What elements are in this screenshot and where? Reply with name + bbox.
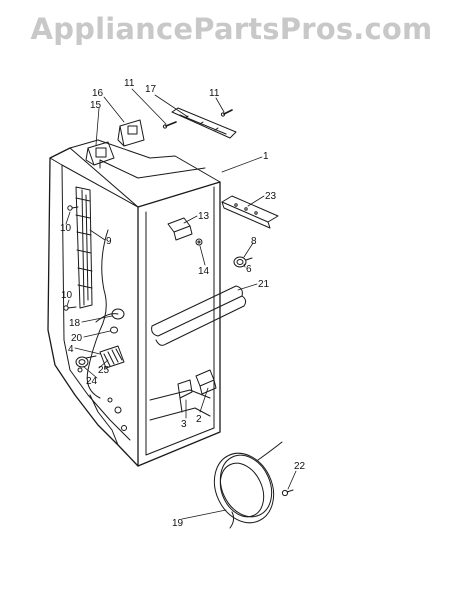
clip-18 bbox=[95, 308, 125, 323]
callout-18: 18 bbox=[69, 318, 81, 329]
leader-lines bbox=[65, 88, 297, 520]
callout-14: 14 bbox=[198, 266, 210, 277]
screw-10-lower bbox=[63, 305, 77, 311]
callout-labels: 11 17 11 16 15 1 23 13 10 9 8 14 6 21 10… bbox=[60, 78, 306, 529]
screw-10-upper bbox=[67, 205, 79, 211]
callout-10b: 10 bbox=[61, 290, 73, 301]
callout-4: 4 bbox=[68, 344, 74, 355]
callout-13: 13 bbox=[198, 211, 210, 222]
callout-20: 20 bbox=[71, 333, 83, 344]
vertical-channel bbox=[75, 186, 93, 309]
callout-11b: 11 bbox=[209, 88, 220, 99]
lamp-socket-24 bbox=[75, 355, 97, 368]
wire-harness bbox=[86, 229, 109, 399]
callout-24: 24 bbox=[86, 376, 98, 387]
callout-11a: 11 bbox=[124, 78, 135, 89]
callout-8: 8 bbox=[251, 236, 257, 247]
callout-17: 17 bbox=[145, 84, 157, 95]
callout-1: 1 bbox=[263, 151, 269, 162]
housing-4 bbox=[99, 345, 125, 369]
callout-6: 6 bbox=[246, 264, 252, 275]
callout-25: 25 bbox=[98, 365, 110, 376]
clip-20 bbox=[110, 326, 118, 334]
callout-22: 22 bbox=[294, 461, 306, 472]
screw-11-left bbox=[162, 121, 177, 129]
rail-21 bbox=[151, 285, 247, 346]
callout-15: 15 bbox=[90, 100, 102, 111]
bracket-23 bbox=[221, 195, 279, 229]
callout-21: 21 bbox=[258, 279, 270, 290]
screw-14 bbox=[195, 238, 203, 246]
callout-3: 3 bbox=[181, 419, 187, 430]
hinge-housing-15 bbox=[85, 141, 115, 169]
bracket-2 bbox=[195, 369, 217, 395]
cabinet-liner bbox=[47, 139, 221, 467]
callout-10a: 10 bbox=[60, 223, 72, 234]
callout-9: 9 bbox=[106, 236, 112, 247]
bracket-3 bbox=[177, 379, 193, 413]
top-bracket-16 bbox=[117, 119, 145, 147]
callout-2: 2 bbox=[196, 414, 202, 425]
fitting-8-6 bbox=[233, 256, 253, 268]
callout-16: 16 bbox=[92, 88, 104, 99]
callout-23: 23 bbox=[265, 191, 277, 202]
coiled-tube-19 bbox=[213, 441, 283, 529]
screw-22 bbox=[281, 489, 294, 497]
callout-19: 19 bbox=[172, 518, 184, 529]
bracket-13 bbox=[167, 217, 193, 241]
watermark-text: AppliancePartsPros.com bbox=[30, 12, 433, 46]
screw-11-right bbox=[220, 109, 233, 117]
